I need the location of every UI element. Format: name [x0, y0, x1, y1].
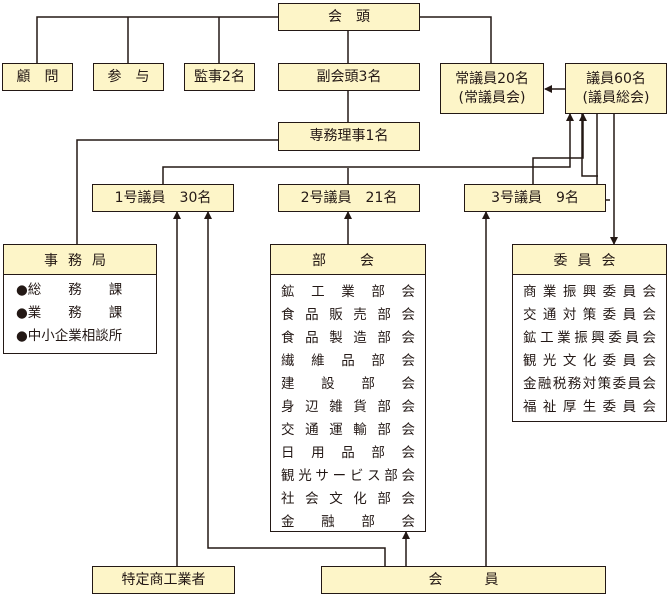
secretariat-panel: 事務局 ●総 務 課 ●業 務 課 ●中小企業相談所: [3, 244, 157, 354]
committee-item: 商業振興委員会: [523, 284, 656, 300]
counselor-box: 参 与: [93, 63, 164, 91]
section-item: 社会文化部会: [281, 491, 415, 507]
tier3-box: 3号議員 9名: [464, 184, 606, 212]
standing-members-label: 常議員20名: [455, 70, 529, 87]
section-item: 日用品部会: [281, 445, 415, 461]
standing-council-label: (常議員会): [458, 89, 526, 106]
committee-item: 鉱工業振興委員会: [523, 330, 656, 346]
section-item: 金融部会: [281, 514, 415, 530]
auditors-label: 監事2名: [194, 68, 245, 85]
committees-list: 商業振興委員会 交通対策委員会 鉱工業振興委員会 観光文化委員会 金融税務対策委…: [513, 281, 666, 419]
general-council-label: (議員総会): [582, 89, 650, 106]
sections-title: 部 会: [271, 245, 425, 275]
standing-members-box: 常議員20名 (常議員会): [440, 63, 544, 114]
tier1-box: 1号議員 30名: [92, 184, 234, 212]
committee-item: 福祉厚生委員会: [523, 399, 656, 415]
tier3-label: 3号議員 9名: [491, 189, 579, 206]
auditors-box: 監事2名: [184, 63, 255, 91]
vice-presidents-box: 副会頭3名: [278, 63, 420, 91]
secretariat-item: ●総 務 課: [16, 282, 123, 298]
members-label: 会 員: [428, 571, 499, 588]
section-item: 建設部会: [281, 376, 415, 392]
members-60-box: 議員60名 (議員総会): [565, 63, 667, 114]
committee-item: 交通対策委員会: [523, 307, 656, 323]
specified-merchants-label: 特定商工業者: [121, 571, 206, 588]
advisor-label: 顧 問: [16, 68, 59, 85]
sections-list: 鉱工業部会 食品販売部会 食品製造部会 繊維品部会 建設部会 身辺雑貨部会 交通…: [271, 281, 425, 534]
secretariat-title: 事務局: [4, 245, 156, 275]
section-item: 食品製造部会: [281, 330, 415, 346]
section-item: 鉱工業部会: [281, 284, 415, 300]
president-box: 会 頭: [278, 3, 420, 31]
managing-director-label: 専務理事1名: [309, 128, 389, 144]
sections-panel: 部 会 鉱工業部会 食品販売部会 食品製造部会 繊維品部会 建設部会 身辺雑貨部…: [270, 244, 426, 532]
tier2-box: 2号議員 21名: [278, 184, 420, 212]
managing-director-box: 専務理事1名: [278, 122, 420, 151]
committees-title: 委員会: [513, 245, 666, 275]
committees-panel: 委員会 商業振興委員会 交通対策委員会 鉱工業振興委員会 観光文化委員会 金融税…: [512, 244, 667, 422]
specified-merchants-box: 特定商工業者: [92, 566, 235, 594]
president-label: 会 頭: [328, 8, 370, 25]
committee-item: 金融税務対策委員会: [523, 376, 656, 392]
section-item: 繊維品部会: [281, 353, 415, 369]
counselor-label: 参 与: [107, 68, 150, 85]
section-item: 観光サービス部会: [281, 468, 415, 484]
tier2-label: 2号議員 21名: [300, 189, 398, 206]
vice-presidents-label: 副会頭3名: [316, 68, 382, 85]
section-item: 交通運輸部会: [281, 422, 415, 438]
secretariat-item: ●中小企業相談所: [16, 328, 123, 344]
secretariat-item: ●業 務 課: [16, 305, 123, 321]
section-item: 身辺雑貨部会: [281, 399, 415, 415]
members-box: 会 員: [321, 566, 606, 594]
advisor-box: 顧 問: [2, 63, 73, 91]
tier1-label: 1号議員 30名: [114, 189, 212, 206]
members-60-label: 議員60名: [586, 70, 646, 87]
section-item: 食品販売部会: [281, 307, 415, 323]
committee-item: 観光文化委員会: [523, 353, 656, 369]
secretariat-list: ●総 務 課 ●業 務 課 ●中小企業相談所: [4, 279, 156, 348]
